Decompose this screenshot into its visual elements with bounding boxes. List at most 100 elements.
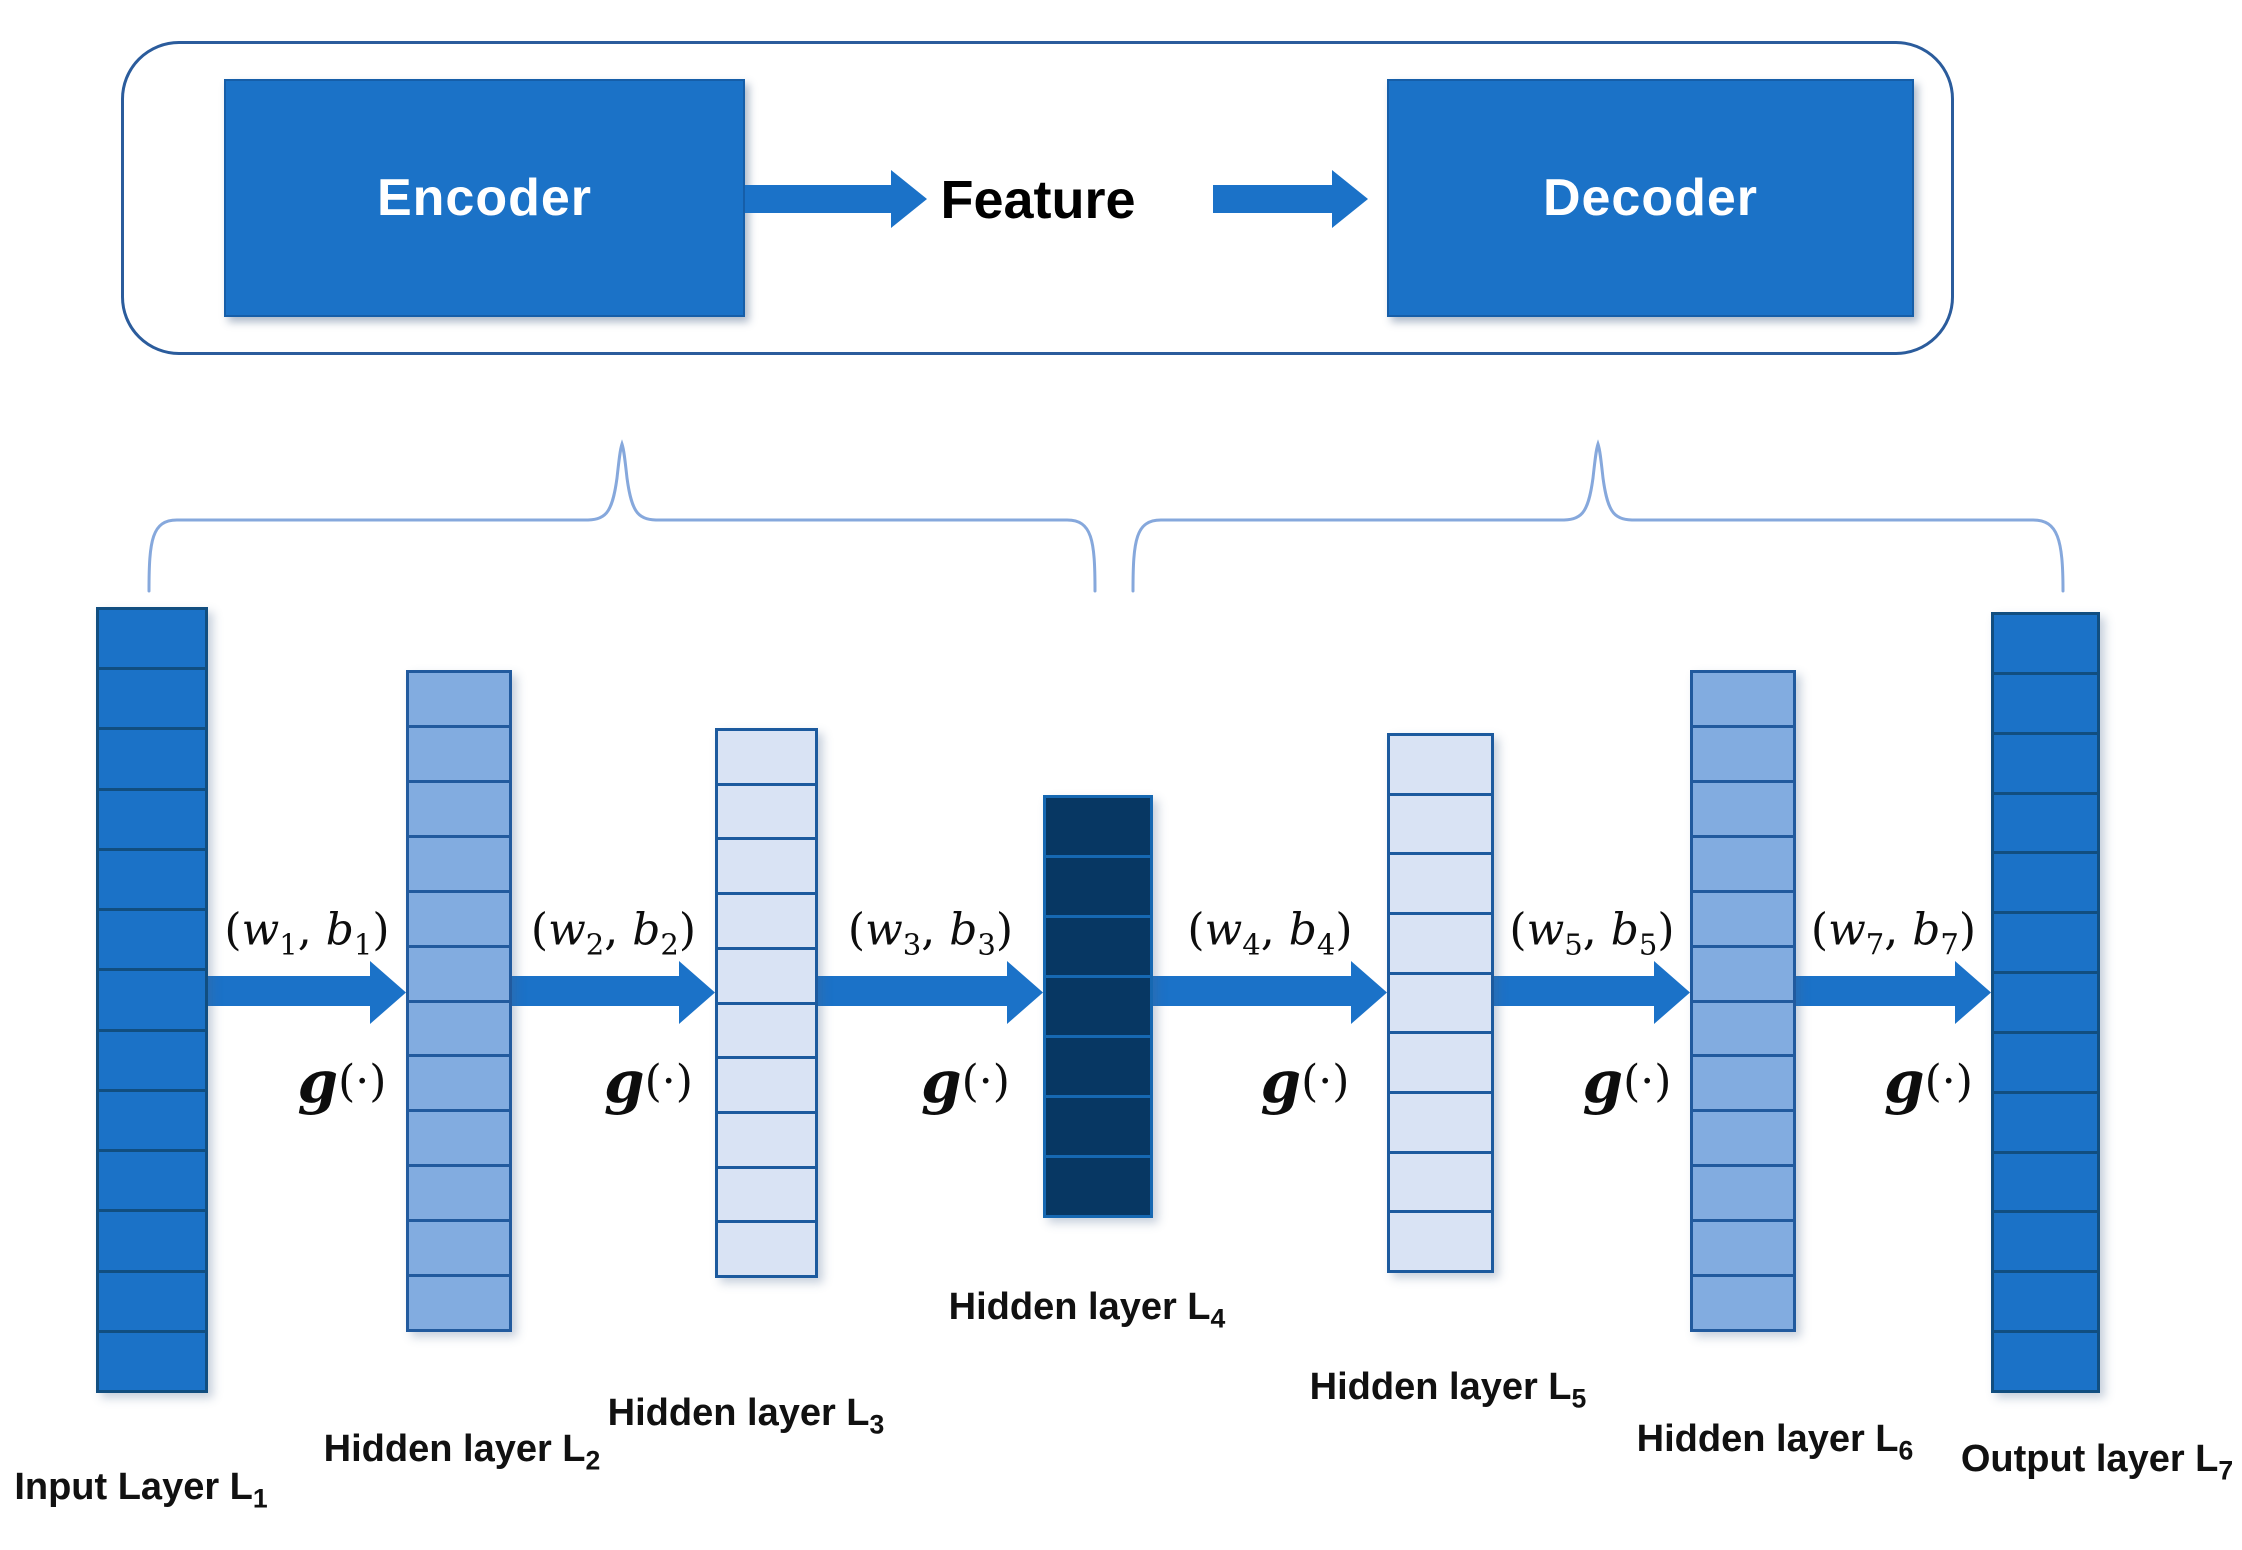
decoder-box: Decoder	[1387, 79, 1914, 317]
activation-function-label-1: g(·)	[297, 1048, 387, 1116]
neuron-cell	[1693, 834, 1793, 890]
hidden-layer-l2-label: Hidden layer L2	[323, 1428, 601, 1476]
neuron-cell	[718, 1165, 815, 1221]
neuron-cell	[1994, 851, 2097, 911]
layer-arrow-l2-l3	[512, 961, 715, 1024]
neuron-cell	[1390, 736, 1491, 793]
neuron-cell	[99, 1088, 205, 1149]
activation-function-label-5: g(·)	[1582, 1048, 1672, 1116]
activation-function-label-6: g(·)	[1884, 1048, 1973, 1116]
neuron-cell	[1046, 915, 1150, 975]
neuron-cell	[1994, 1030, 2097, 1091]
hidden-layer-l3-label: Hidden layer L3	[607, 1392, 885, 1440]
neuron-cell	[1994, 731, 2097, 792]
neuron-cell	[409, 1164, 509, 1219]
neuron-cell	[1693, 999, 1793, 1055]
neuron-cell	[99, 1329, 205, 1390]
neuron-cell	[1693, 1109, 1793, 1164]
weight-bias-label-w2-b2: (w2, b2)	[530, 904, 697, 962]
neuron-cell	[409, 1219, 509, 1274]
neuron-cell	[1693, 724, 1793, 780]
neuron-cell	[409, 673, 509, 725]
neuron-cell	[99, 610, 205, 667]
activation-function-label-4: g(·)	[1260, 1048, 1350, 1116]
neuron-cell	[1693, 779, 1793, 835]
feature-label: Feature	[940, 170, 1136, 230]
neuron-cell	[1994, 1210, 2097, 1270]
layer-arrow-l1-l2	[208, 961, 406, 1024]
neuron-cell	[409, 1109, 509, 1164]
hidden-layer-l6-label: Hidden layer L6	[1636, 1418, 1914, 1466]
neuron-cell	[718, 731, 815, 783]
neuron-cell	[1994, 615, 2097, 672]
neuron-cell	[1994, 1090, 2097, 1151]
neuron-cell	[1046, 855, 1150, 915]
right-brace-decoder-span	[1131, 439, 2065, 593]
neuron-cell	[99, 667, 205, 727]
input-layer-l1-column	[96, 607, 208, 1393]
neuron-cell	[409, 999, 509, 1055]
neuron-cell	[1390, 971, 1491, 1032]
neuron-cell	[1693, 1054, 1793, 1109]
neuron-cell	[718, 1001, 815, 1057]
hidden-layer-l3-column	[715, 728, 818, 1278]
hidden-layer-l5-label: Hidden layer L5	[1309, 1366, 1587, 1414]
neuron-cell	[99, 847, 205, 908]
neuron-cell	[1046, 1155, 1150, 1215]
neuron-cell	[1994, 911, 2097, 971]
neuron-cell	[99, 908, 205, 968]
encoder-label: Encoder	[376, 169, 593, 227]
neuron-cell	[1994, 671, 2097, 732]
neuron-cell	[409, 889, 509, 945]
neuron-cell	[1994, 1270, 2097, 1330]
decoder-label: Decoder	[1542, 169, 1759, 227]
neuron-cell	[718, 892, 815, 947]
neuron-cell	[99, 1149, 205, 1209]
neuron-cell	[99, 968, 205, 1028]
layer-arrow-l5-l6	[1494, 961, 1690, 1024]
neuron-cell	[718, 1220, 815, 1275]
neuron-cell	[1994, 971, 2097, 1031]
neuron-cell	[1693, 1164, 1793, 1219]
neuron-cell	[99, 727, 205, 787]
hidden-layer-l4-column	[1043, 795, 1153, 1218]
neuron-cell	[718, 1110, 815, 1166]
input-layer-l1-label: Input Layer L1	[14, 1466, 268, 1514]
hidden-layer-l2-column	[406, 670, 512, 1332]
neuron-cell	[1693, 673, 1793, 725]
layer-arrow-l6-l7	[1796, 961, 1991, 1024]
neuron-cell	[1693, 944, 1793, 1000]
output-layer-l7-column	[1991, 612, 2100, 1393]
neuron-cell	[1390, 1091, 1491, 1151]
neuron-cell	[409, 1274, 509, 1329]
layer-arrow-l4-l5	[1153, 961, 1387, 1024]
neuron-cell	[409, 724, 509, 780]
neuron-cell	[1994, 1330, 2097, 1390]
neuron-cell	[1390, 912, 1491, 972]
weight-bias-label-w1-b1: (w1, b1)	[224, 904, 390, 962]
neuron-cell	[1046, 798, 1150, 855]
encoder-box: Encoder	[224, 79, 745, 317]
neuron-cell	[1046, 1035, 1150, 1095]
weight-bias-label-w7-b7: (w7, b7)	[1810, 904, 1977, 962]
neuron-cell	[1693, 1219, 1793, 1274]
left-brace-encoder-span	[147, 439, 1097, 593]
neuron-cell	[1390, 792, 1491, 853]
weight-bias-label-w5-b5: (w5, b5)	[1509, 904, 1675, 962]
neuron-cell	[409, 779, 509, 835]
neuron-cell	[1390, 1031, 1491, 1091]
neuron-cell	[1693, 889, 1793, 945]
output-layer-l7-label: Output layer L7	[1960, 1438, 2234, 1486]
neuron-cell	[99, 1209, 205, 1269]
neuron-cell	[99, 1028, 205, 1089]
neuron-cell	[1994, 791, 2097, 852]
neuron-cell	[718, 1056, 815, 1111]
neuron-cell	[718, 946, 815, 1002]
neuron-cell	[409, 944, 509, 1000]
neuron-cell	[1046, 975, 1150, 1035]
neuron-cell	[99, 787, 205, 848]
neuron-cell	[409, 1054, 509, 1109]
neuron-cell	[1390, 852, 1491, 912]
layer-arrow-l3-l4	[818, 961, 1043, 1024]
neuron-cell	[99, 1269, 205, 1330]
